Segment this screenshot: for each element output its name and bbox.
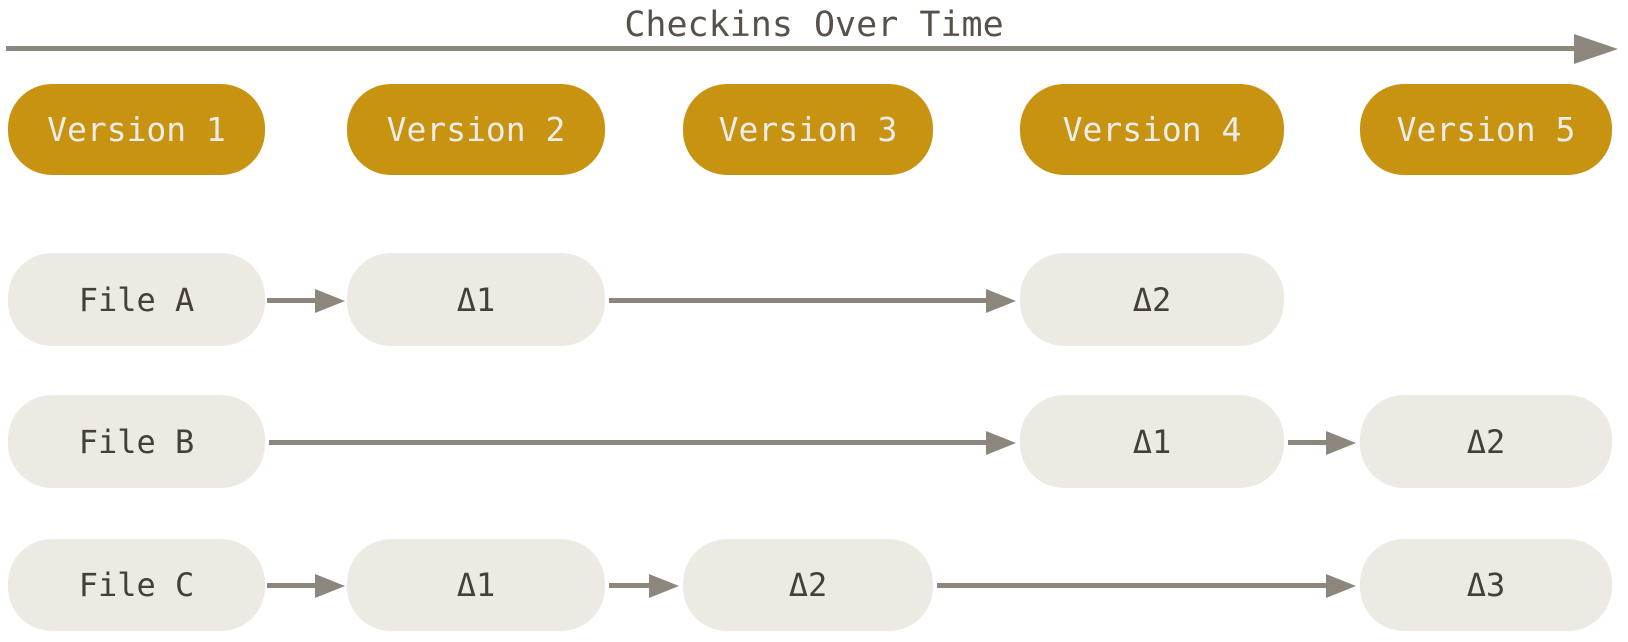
arrow-connector-icon <box>1288 440 1326 445</box>
version-pill-1: Version 1 <box>8 84 265 175</box>
file-a-delta-2-pill: Δ2 <box>1020 253 1284 346</box>
file-c-delta-1-pill: Δ1 <box>347 539 605 631</box>
arrow-connector-icon <box>269 440 986 445</box>
timeline-title: Checkins Over Time <box>624 5 1004 45</box>
version-pill-2: Version 2 <box>347 84 605 175</box>
file-b-delta-2-pill: Δ2 <box>1360 395 1612 488</box>
version-pill-5: Version 5 <box>1360 84 1612 175</box>
arrow-connector-icon <box>609 298 986 303</box>
arrow-connector-icon <box>609 583 649 588</box>
file-a-delta-1-pill: Δ1 <box>347 253 605 346</box>
file-b-delta-1-pill: Δ1 <box>1020 395 1284 488</box>
file-a-pill: File A <box>8 253 265 346</box>
file-c-delta-3-pill: Δ3 <box>1360 539 1612 631</box>
arrow-connector-icon <box>937 583 1326 588</box>
arrow-connector-icon <box>267 583 315 588</box>
arrow-connector-icon <box>267 298 315 303</box>
file-c-delta-2-pill: Δ2 <box>683 539 933 631</box>
version-pill-4: Version 4 <box>1020 84 1284 175</box>
version-pill-3: Version 3 <box>683 84 933 175</box>
file-c-pill: File C <box>8 539 265 631</box>
timeline-arrow-icon <box>6 46 1574 51</box>
file-b-pill: File B <box>8 395 265 488</box>
